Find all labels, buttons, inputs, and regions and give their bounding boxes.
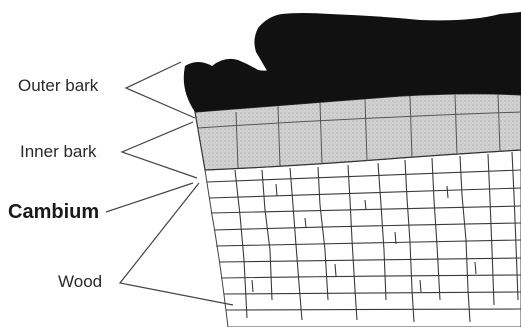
inner-bark-label: Inner bark [20, 142, 97, 162]
wood-label: Wood [58, 272, 102, 292]
outer-bark-label: Outer bark [18, 76, 98, 96]
cambium-label: Cambium [8, 201, 99, 224]
